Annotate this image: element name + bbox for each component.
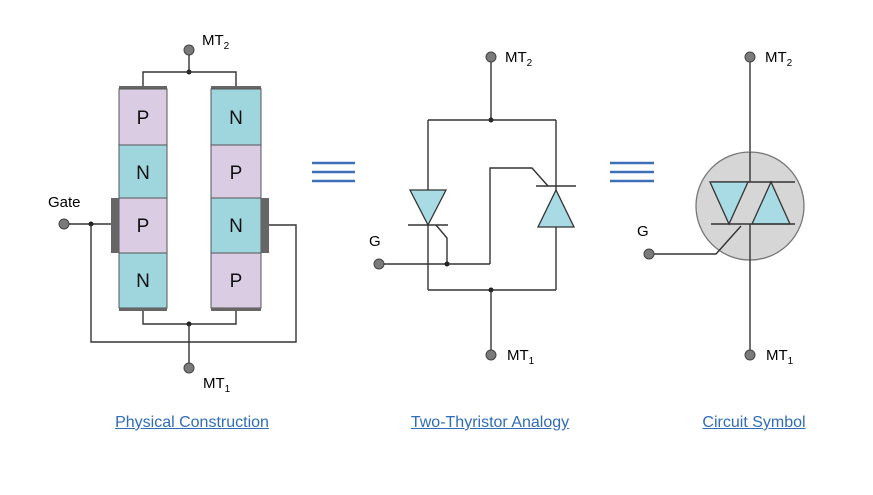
left-layer-1-label: P (137, 108, 150, 129)
circuit-symbol-link[interactable]: Circuit Symbol (702, 414, 806, 431)
symbol-gate-node (643, 248, 655, 260)
symbol-mt1-node (744, 349, 756, 361)
right-layer-2 (210, 144, 262, 199)
mt1-terminal-node (183, 362, 195, 374)
analogy-gate-label: G (369, 233, 381, 250)
right-layer-4-label: P (230, 271, 243, 292)
symbol-mt1-label: MT1 (766, 347, 794, 367)
left-layer-2-label: N (136, 163, 150, 184)
right-layer-3-label: N (229, 216, 243, 237)
thyristor-left (408, 189, 448, 227)
physical-construction-link[interactable]: Physical Construction (115, 414, 269, 431)
right-layer-1 (210, 88, 262, 146)
analogy-gate-node (373, 258, 385, 270)
mt2-terminal-node (183, 44, 195, 56)
gate-contact (111, 198, 119, 253)
equivalence-symbol-2 (610, 161, 654, 183)
symbol-mt2-node (744, 51, 756, 63)
left-layer-4-label: N (136, 271, 150, 292)
right-layer-1-label: N (229, 108, 243, 129)
triac-forward-triangle (708, 181, 750, 226)
left-layer-1 (118, 88, 168, 146)
analogy-mt2-node (485, 51, 497, 63)
right-layer-4 (210, 252, 262, 309)
left-layer-3-label: P (137, 216, 150, 237)
physical-construction: MT2 P N P N N P N P Gate (48, 32, 297, 395)
physical-mt1-label: MT1 (203, 375, 231, 395)
symbol-gate-label: G (637, 223, 649, 240)
circuit-symbol: MT2 G MT1 (637, 49, 805, 367)
analogy-mt2-label: MT2 (505, 49, 533, 69)
physical-gate-label: Gate (48, 194, 81, 211)
two-thyristor-analogy-link[interactable]: Two-Thyristor Analogy (410, 414, 570, 431)
two-thyristor-analogy: MT2 G MT1 (369, 49, 576, 367)
analogy-mt1-label: MT1 (507, 347, 535, 367)
right-layer-2-label: P (230, 163, 243, 184)
equivalence-symbol-1 (312, 161, 355, 183)
thyristor-right (536, 188, 576, 228)
physical-mt2-label: MT2 (202, 32, 230, 52)
symbol-mt2-label: MT2 (765, 49, 793, 69)
analogy-mt1-node (485, 349, 497, 361)
gate-terminal-node (58, 218, 70, 230)
